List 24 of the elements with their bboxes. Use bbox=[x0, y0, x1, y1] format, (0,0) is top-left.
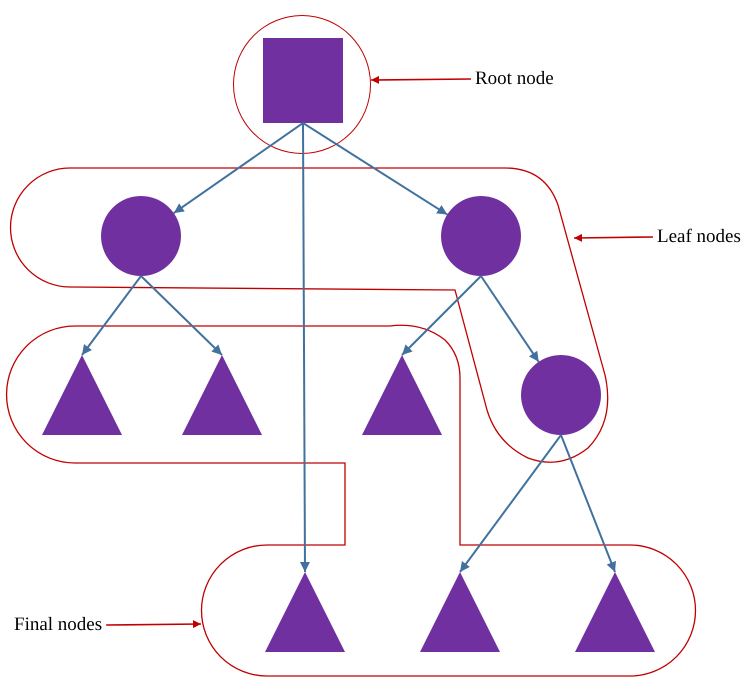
triangle-node bbox=[362, 355, 442, 435]
root-group-outline bbox=[233, 15, 371, 154]
callout-text: Root node bbox=[475, 68, 554, 90]
triangle-node bbox=[420, 572, 500, 652]
callout-text: Final nodes bbox=[14, 614, 102, 636]
arrow bbox=[401, 275, 482, 356]
arrow bbox=[173, 122, 304, 214]
square-node bbox=[263, 38, 343, 123]
callout-text: Leaf nodes bbox=[657, 226, 741, 248]
triangle-node bbox=[42, 355, 122, 435]
arrow bbox=[480, 275, 540, 362]
final-group-outline bbox=[8, 324, 698, 679]
arrow bbox=[300, 123, 310, 572]
arrow bbox=[302, 122, 448, 216]
arrow bbox=[81, 275, 142, 356]
arrow bbox=[560, 434, 616, 572]
arrow bbox=[140, 275, 223, 356]
triangle-node bbox=[182, 355, 262, 435]
leader-arrow bbox=[574, 234, 654, 242]
triangle-node bbox=[575, 572, 655, 652]
leader-arrow bbox=[371, 76, 471, 84]
arrow bbox=[459, 434, 562, 573]
triangle-node bbox=[265, 572, 345, 652]
leader-arrow bbox=[106, 620, 201, 628]
